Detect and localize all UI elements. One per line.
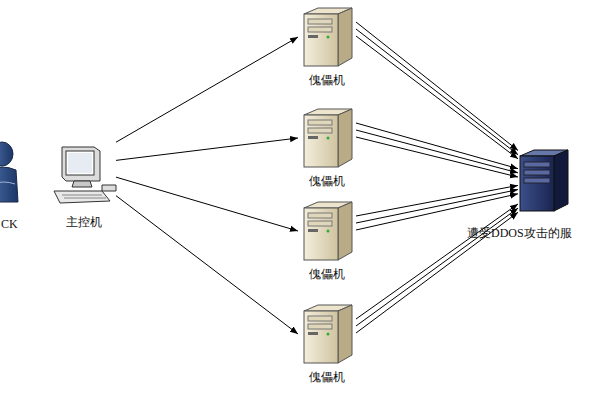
node-label: 傀儡机 — [309, 174, 345, 188]
pc-icon — [50, 145, 118, 210]
zombie-server — [296, 6, 358, 68]
attack-arrow — [356, 36, 518, 159]
target-server — [516, 148, 571, 213]
attack-arrow — [356, 130, 518, 173]
master-computer — [50, 145, 118, 210]
attack-arrow — [116, 177, 298, 231]
attack-arrow — [356, 204, 518, 319]
server-icon — [296, 107, 358, 169]
node-label: 傀儡机 — [309, 370, 345, 384]
attack-arrow — [356, 22, 518, 150]
attack-arrow — [356, 29, 518, 155]
node-label: CK — [1, 217, 18, 231]
node-label: 傀儡机 — [309, 267, 345, 281]
attack-arrow — [356, 194, 518, 230]
server-icon — [296, 200, 358, 262]
attack-arrow — [116, 196, 298, 334]
node-label: 傀儡机 — [309, 73, 345, 87]
hacker-icon — [0, 140, 20, 205]
zombie-server — [296, 303, 358, 365]
attacker-figure — [0, 140, 20, 205]
target-icon — [516, 148, 571, 213]
attack-arrow — [356, 137, 518, 177]
zombie-server — [296, 200, 358, 262]
attack-arrow — [116, 37, 298, 142]
zombie-server — [296, 107, 358, 169]
attack-arrow — [356, 208, 518, 326]
attack-arrow — [356, 190, 518, 223]
attack-arrow — [116, 138, 298, 160]
node-label: 遭受DDOS攻击的服 — [467, 226, 572, 240]
attack-arrow — [356, 123, 518, 169]
server-icon — [296, 303, 358, 365]
node-label: 主控机 — [66, 215, 102, 229]
server-icon — [296, 6, 358, 68]
